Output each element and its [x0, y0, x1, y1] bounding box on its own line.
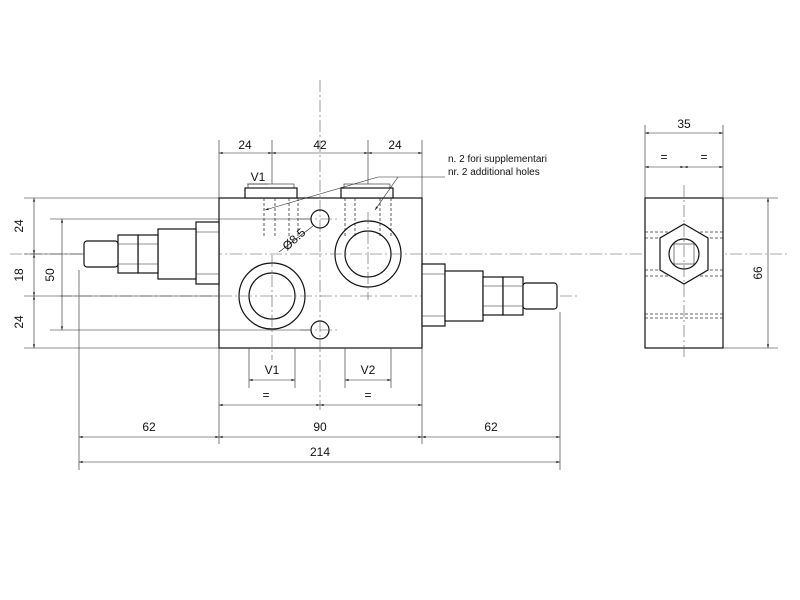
top-plug-left: [244, 187, 298, 199]
front-view: 24 42 24 V1 n. 2 fori supplementari nr. …: [10, 80, 790, 470]
dim-top-right: 24: [388, 138, 402, 152]
equal-mark-right: =: [364, 388, 371, 402]
dim-side-width: 35: [677, 117, 691, 131]
dim-top-left: 24: [238, 138, 252, 152]
hex-nut-core: [673, 243, 695, 265]
dim-bottom-left: 62: [142, 420, 156, 434]
dim-overall-length: 214: [310, 445, 330, 459]
side-equal-right: =: [700, 150, 707, 164]
port-label-bottom-v2: V2: [361, 363, 376, 377]
note-line-english: nr. 2 additional holes: [448, 167, 540, 178]
top-plug-left-cap: [247, 183, 295, 189]
dim-left-top: 24: [12, 219, 26, 233]
dim-bottom-right: 62: [484, 420, 498, 434]
side-view: 35 = = 66: [644, 117, 778, 360]
port-label-top-v1: V1: [251, 170, 266, 184]
right-cartridge: [421, 263, 558, 327]
note-line-italian: n. 2 fori supplementari: [448, 154, 547, 165]
dim-left-middle: 18: [12, 268, 26, 282]
valve-body: [218, 197, 423, 349]
dim-top-middle: 42: [313, 138, 327, 152]
left-cartridge: [83, 221, 220, 285]
top-plug-right-cap: [343, 183, 391, 189]
equal-mark-left: =: [262, 388, 269, 402]
dim-left-overall: 50: [43, 268, 57, 282]
port-label-bottom-v1: V1: [265, 363, 280, 377]
dim-side-height: 66: [751, 266, 765, 280]
dim-bottom-middle: 90: [313, 420, 327, 434]
dim-left-bottom: 24: [12, 315, 26, 329]
side-equal-left: =: [660, 150, 667, 164]
top-plug-right: [340, 187, 394, 199]
